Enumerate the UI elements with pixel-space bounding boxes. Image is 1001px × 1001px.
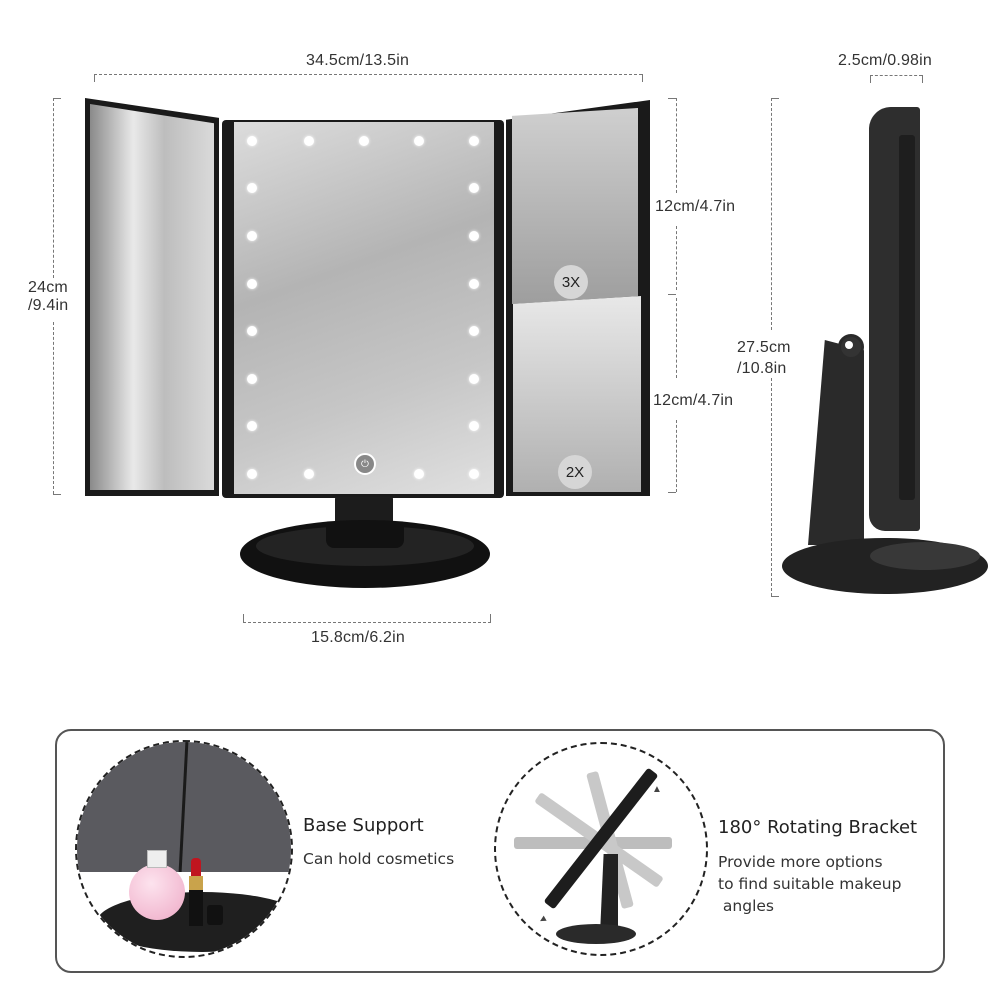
side-mirror-edge [899,135,915,500]
dimension-tick [668,294,676,295]
dimension-depth: 2.5cm/0.98in [838,52,933,69]
feature-panel [55,729,945,973]
led-light [304,136,314,146]
dimension-lower-panel: 12cm/4.7in [653,392,734,409]
dimension-line-base [243,622,491,623]
dimension-total-height-in: /10.8in [737,360,787,377]
dimension-tick [53,494,61,495]
magnification-3x-badge: 3X [554,265,588,299]
dimension-tick [243,614,244,622]
side-stand-arm [808,340,864,545]
side-base-tray [870,542,980,570]
led-light [469,136,479,146]
led-light [414,469,424,479]
dimension-tick [53,98,61,99]
dimension-total-width: 34.5cm/13.5in [306,52,410,69]
feature-title: 180° Rotating Bracket [718,817,918,838]
dimension-line-lower [676,298,677,378]
led-light [247,279,257,289]
dimension-line-height [53,98,54,278]
dimension-line-height [53,322,54,494]
side-stand-pivot-hole [845,341,853,349]
led-light [247,183,257,193]
dimension-tick [771,98,779,99]
dimension-total-height-cm: 27.5cm [737,339,791,356]
led-light [469,469,479,479]
rotating-base [556,924,636,944]
dimension-tick [870,75,871,83]
dimension-tick [642,74,643,82]
dimension-tick [668,98,676,99]
dimension-tick [771,596,779,597]
dimension-line-lower [676,420,677,492]
dimension-height: 24cm /9.4in [28,279,68,315]
led-light [414,136,424,146]
rotating-stand [600,854,618,934]
led-light [247,136,257,146]
led-light [469,421,479,431]
feature-title: Base Support [303,815,424,836]
dimension-line-total-height [771,378,772,596]
led-light [247,374,257,384]
dimension-tick [490,614,491,622]
led-light [469,183,479,193]
led-light [304,469,314,479]
dimension-line-width [94,74,642,75]
feature-image-base-support [75,740,293,958]
led-light [247,231,257,241]
power-icon: ⏻ [361,458,369,470]
led-light [469,374,479,384]
rotate-arrow-icon: ▲ [652,784,662,795]
dimension-line-total-height [771,98,772,330]
perfume-bottle [129,864,185,920]
dimension-base-width: 15.8cm/6.2in [311,629,406,646]
dimension-line-upper [676,98,677,193]
rotate-arrow-icon: ▲ [535,912,551,927]
feature-description: Can hold cosmetics [303,850,455,868]
center-mirror-glass [234,122,494,494]
led-light [469,231,479,241]
perfume-cap [147,850,167,868]
led-light [247,421,257,431]
led-light [469,279,479,289]
dimension-tick [668,492,676,493]
lipstick-gold-band [189,876,203,890]
led-light [359,136,369,146]
dimension-height-cm: 24cm [28,279,68,296]
dimension-line-depth [870,75,922,76]
feature-image-rotating-bracket: ▲ ▲ [494,742,708,956]
mirror-base-hub [326,526,404,548]
dimension-tick [94,74,95,82]
dimension-tick [922,75,923,83]
dimension-total-height: 27.5cm /10.8in [737,337,791,379]
led-light [469,326,479,336]
power-button[interactable]: ⏻ [354,453,376,475]
dimension-height-in: /9.4in [28,297,69,314]
magnification-2x-badge: 2X [558,455,592,489]
dimension-upper-panel: 12cm/4.7in [655,198,736,215]
left-mirror-glass [90,104,214,490]
feature-description: Provide more options to find suitable ma… [718,853,902,915]
lipstick-cap [207,905,223,925]
led-light [247,469,257,479]
lipstick-bullet [191,858,201,878]
dimension-line-upper [676,226,677,290]
led-light [247,326,257,336]
lipstick-case [189,890,203,926]
